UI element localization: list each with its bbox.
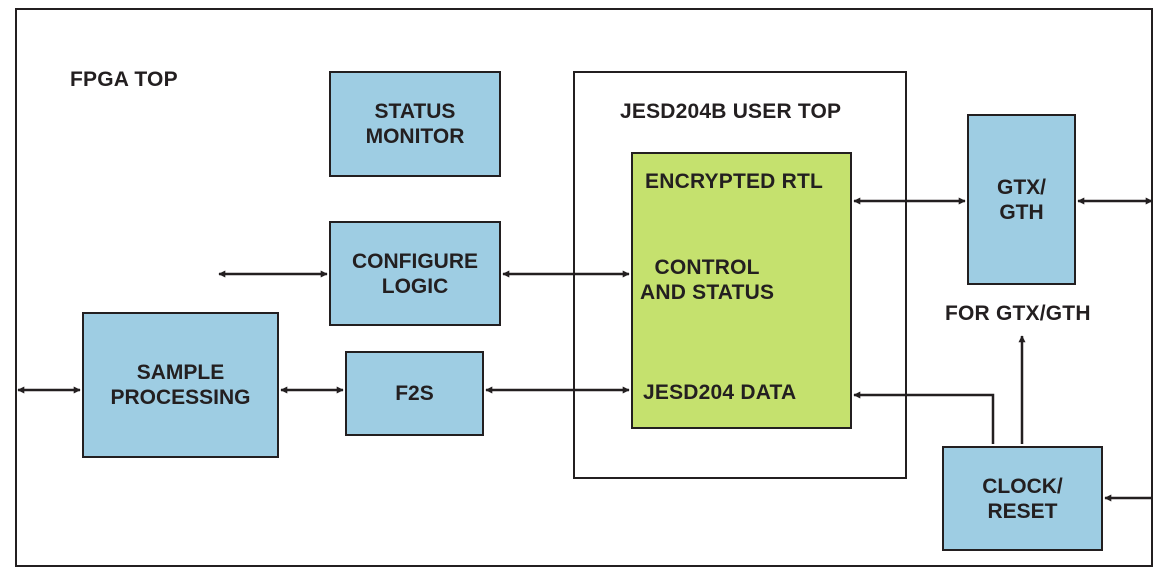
fpga-top-boundary [15,8,1153,567]
status-monitor-block: STATUS MONITOR [329,71,501,177]
fpga-top-label: FPGA TOP [70,68,178,91]
encrypted-rtl-core [631,152,852,429]
gtx-gth-block: GTX/ GTH [967,114,1076,285]
clock-reset-block: CLOCK/ RESET [942,446,1103,551]
arrow-clock-core [853,391,995,444]
configure-logic-block: CONFIGURE LOGIC [329,221,501,326]
jesd204b-user-top-label: JESD204B USER TOP [620,100,842,123]
encrypted-rtl-label: ENCRYPTED RTL [645,170,823,193]
sample-processing-block: SAMPLE PROCESSING [82,312,279,458]
control-and-status-label: CONTROL AND STATUS [640,256,775,304]
for-gtx-gth-label: FOR GTX/GTH [945,302,1091,325]
f2s-block: F2S [345,351,484,436]
jesd204-data-label: JESD204 DATA [643,381,797,404]
